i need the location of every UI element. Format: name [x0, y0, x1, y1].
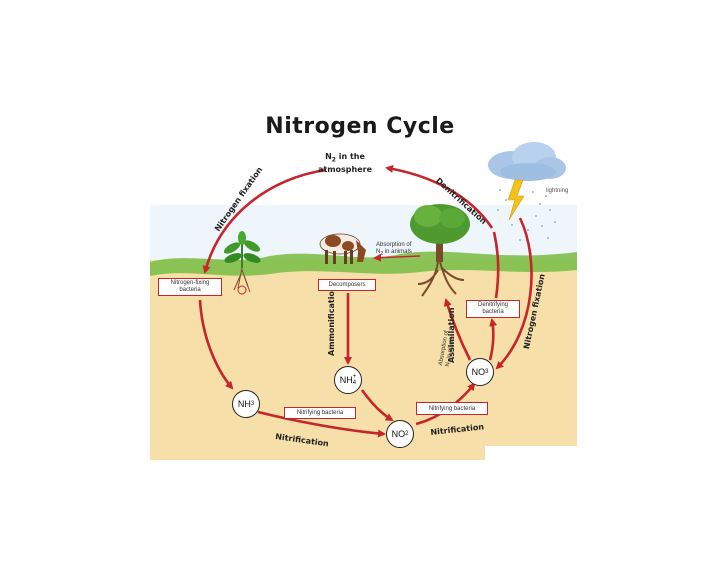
- rain-icon: [497, 189, 556, 241]
- ammonification-label: Ammonification: [327, 285, 336, 356]
- diagram-title: Nitrogen Cycle: [265, 114, 455, 139]
- nh4-node: NH+4: [334, 366, 362, 394]
- plant-icon: [223, 231, 261, 295]
- lightning-label: lightning: [546, 188, 569, 194]
- denitrifying-bacteria-box: Denitrifying bacteria: [466, 300, 520, 318]
- nitrogen-fixing-bacteria-box: Nitrogen-fixing bacteria: [158, 278, 222, 296]
- absorption-arrow: [373, 253, 421, 262]
- nitrifying-bacteria-box-right: Nitrifying bacteria: [416, 402, 488, 415]
- cloud-icon: [488, 142, 566, 181]
- tree-icon: [410, 204, 470, 297]
- bottom-gap: [485, 446, 577, 460]
- lightning-icon: [507, 179, 525, 221]
- atmosphere-label: N2 in the atmosphere: [317, 152, 373, 174]
- nitrifying-bacteria-box-left: Nitrifying bacteria: [284, 407, 356, 419]
- absorption-animals-label: Absorption of N2 in animals: [376, 242, 412, 258]
- cycle-arrows: [198, 165, 533, 438]
- decomposers-box: Decomposers: [318, 279, 376, 291]
- grass-strip: [150, 251, 577, 276]
- cow-icon: [319, 233, 366, 264]
